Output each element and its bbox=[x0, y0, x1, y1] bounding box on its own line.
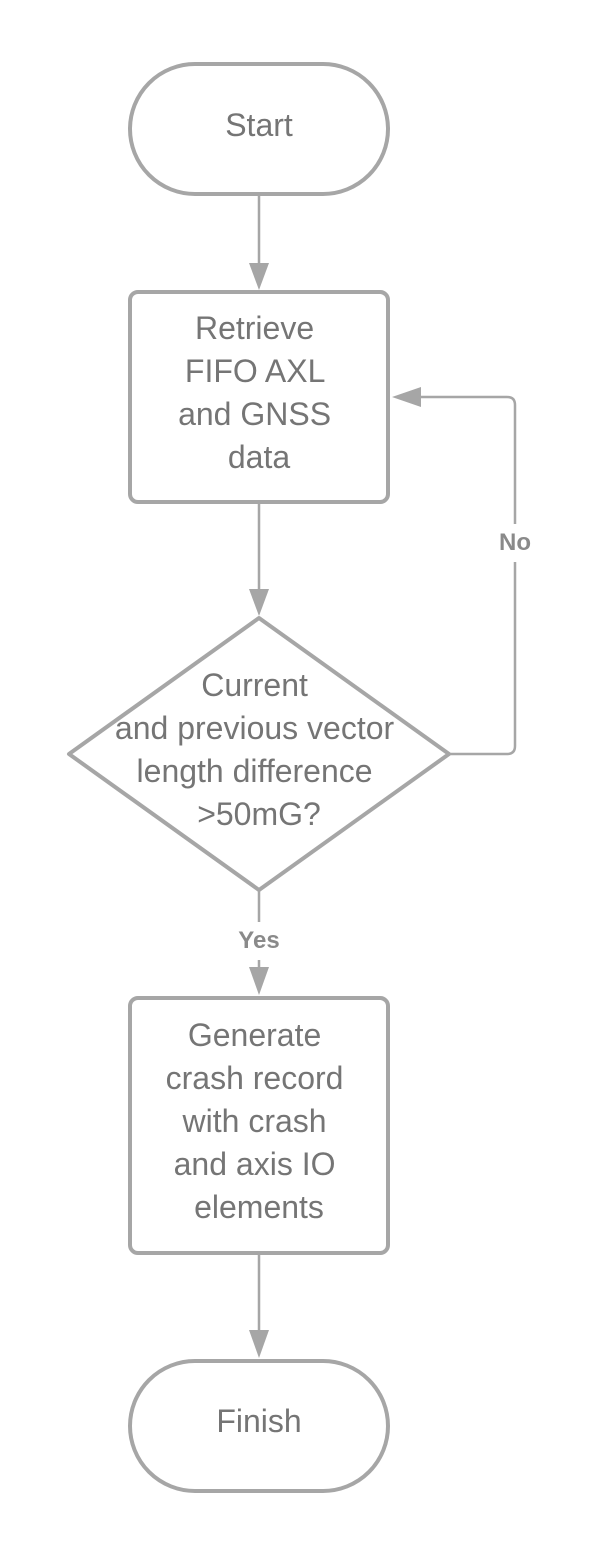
edge-label-no-group: No bbox=[494, 524, 536, 562]
decision-label: Current and previous vector length diffe… bbox=[115, 667, 403, 832]
arrowhead-start-to-retrieve bbox=[249, 263, 269, 290]
edge-label-yes-group: Yes bbox=[230, 922, 288, 960]
generate-line-2: crash record bbox=[166, 1060, 344, 1096]
decision-line-4: >50mG? bbox=[197, 796, 321, 832]
retrieve-process-shape bbox=[128, 290, 390, 504]
generate-process-label: Generate crash record with crash and axi… bbox=[166, 1017, 353, 1225]
decision-line-1: Current bbox=[201, 667, 308, 703]
retrieve-line-4: data bbox=[228, 439, 290, 475]
finish-terminal-shape bbox=[128, 1359, 390, 1493]
retrieve-data-process: Retrieve FIFO AXL and GNSS data bbox=[128, 290, 390, 504]
arrowhead-retrieve-to-decision bbox=[249, 589, 269, 616]
retrieve-line-3: and GNSS bbox=[178, 396, 331, 432]
generate-record-process: Generate crash record with crash and axi… bbox=[128, 996, 390, 1255]
edge-label-no-background bbox=[494, 524, 536, 562]
connectors bbox=[249, 194, 517, 1358]
finish-terminal-label: Finish bbox=[216, 1403, 301, 1439]
arrowhead-decision-to-generate bbox=[249, 967, 269, 995]
decision-diamond: Current and previous vector length diffe… bbox=[67, 616, 451, 892]
start-terminal: Start bbox=[128, 62, 390, 196]
edge-label-yes: Yes bbox=[238, 927, 279, 954]
generate-line-3: with crash bbox=[182, 1103, 327, 1139]
generate-line-5: elements bbox=[194, 1189, 324, 1225]
generate-line-4: and axis IO bbox=[174, 1146, 336, 1182]
start-terminal-shape bbox=[128, 62, 390, 196]
edge-label-no: No bbox=[499, 529, 531, 556]
connector-no-loop bbox=[418, 395, 517, 756]
retrieve-line-2: FIFO AXL bbox=[185, 353, 325, 389]
start-terminal-label: Start bbox=[225, 107, 293, 143]
finish-line-1: Finish bbox=[216, 1403, 301, 1439]
retrieve-line-1: Retrieve bbox=[195, 310, 314, 346]
decision-line-3: length difference bbox=[137, 753, 373, 789]
arrowhead-generate-to-finish bbox=[249, 1330, 269, 1358]
start-line-1: Start bbox=[225, 107, 293, 143]
decision-line-2: and previous vector bbox=[115, 710, 395, 746]
decision-diamond-shape bbox=[67, 616, 451, 892]
generate-line-1: Generate bbox=[188, 1017, 321, 1053]
arrowhead-no-loop bbox=[392, 387, 421, 407]
edge-label-yes-background bbox=[230, 922, 288, 960]
finish-terminal: Finish bbox=[128, 1359, 390, 1493]
retrieve-process-label: Retrieve FIFO AXL and GNSS data bbox=[178, 310, 340, 475]
generate-process-shape bbox=[128, 996, 390, 1255]
